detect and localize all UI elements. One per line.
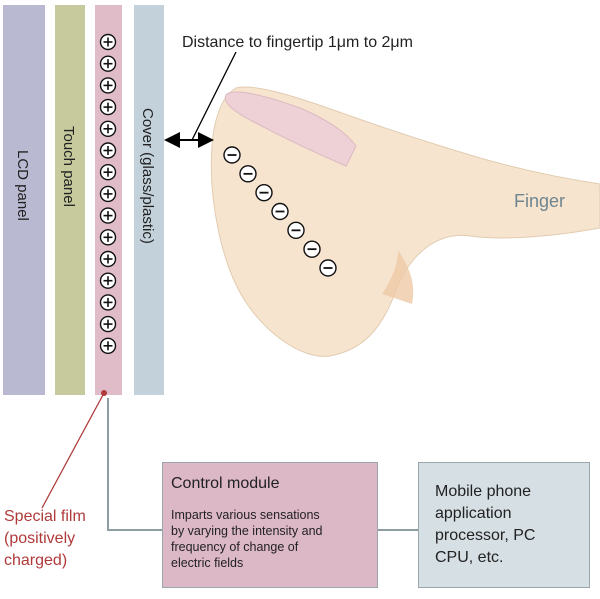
finger-shape xyxy=(210,86,600,357)
cover-label: Cover (glass/plastic) xyxy=(139,108,156,244)
minus-charge-icon xyxy=(319,259,337,277)
plus-charge-icon xyxy=(99,163,117,181)
plus-charge-icon xyxy=(99,229,117,246)
finger-crease xyxy=(382,250,414,304)
processor-box: Mobile phone application processor, PC C… xyxy=(418,462,590,588)
film-label-line-1: Special film xyxy=(4,508,86,525)
distance-leader-line xyxy=(191,51,237,141)
minus-charge-icon xyxy=(287,221,305,240)
control-module-box: Control module Imparts various sensation… xyxy=(162,462,378,588)
processor-line-1: Mobile phone xyxy=(435,483,532,500)
film-to-control-connector xyxy=(107,398,162,531)
cover-layer xyxy=(134,5,164,395)
plus-charge-icon xyxy=(99,98,117,116)
plus-charge-icon xyxy=(99,120,117,138)
film-leader-dot xyxy=(101,390,107,396)
film-label-line-2: (positively xyxy=(4,530,76,547)
lcd-panel-label: LCD panel xyxy=(14,150,31,221)
minus-charge-icon xyxy=(303,240,321,258)
film-label-line-3: charged) xyxy=(4,552,68,569)
negative-charges xyxy=(223,146,337,277)
plus-charge-icon xyxy=(99,77,117,94)
lcd-panel-layer xyxy=(3,5,45,395)
finger-label: Finger xyxy=(514,191,566,211)
minus-charge-icon xyxy=(223,146,241,164)
plus-charge-icon xyxy=(99,337,117,354)
plus-charge-icon xyxy=(99,294,117,311)
film-leader-line xyxy=(41,392,105,509)
plus-charge-icon xyxy=(99,272,117,289)
plus-charge-icon xyxy=(99,207,117,224)
plus-charge-icon xyxy=(99,55,117,72)
minus-charge-icon xyxy=(271,202,289,221)
minus-charge-icon xyxy=(255,183,273,202)
processor-text: Mobile phone application processor, PC C… xyxy=(435,481,535,569)
special-film-label: Special film (positively charged) xyxy=(4,506,86,572)
fingernail-shape xyxy=(224,91,357,167)
control-desc-line-1: Imparts various sensations xyxy=(171,508,320,522)
control-desc-line-4: electric fields xyxy=(171,556,244,570)
touch-panel-layer xyxy=(55,5,85,395)
plus-charge-icon xyxy=(99,315,117,333)
control-module-description: Imparts various sensations by varying th… xyxy=(171,507,322,571)
distance-label: Distance to fingertip 1μm to 2μm xyxy=(182,34,413,51)
minus-charge-icon xyxy=(239,165,257,183)
touch-panel-label: Touch panel xyxy=(60,126,77,207)
processor-line-3: processor, PC xyxy=(435,527,536,544)
control-desc-line-3: frequency of change of xyxy=(171,540,299,554)
plus-charge-icon xyxy=(99,185,117,203)
plus-charge-icon xyxy=(99,250,117,268)
positive-charges xyxy=(99,33,117,354)
processor-line-4: CPU, etc. xyxy=(435,549,504,566)
processor-line-2: application xyxy=(435,505,512,522)
plus-charge-icon xyxy=(99,33,117,51)
control-desc-line-2: by varying the intensity and xyxy=(171,524,323,538)
control-module-title: Control module xyxy=(171,475,280,492)
plus-charge-icon xyxy=(99,142,117,159)
